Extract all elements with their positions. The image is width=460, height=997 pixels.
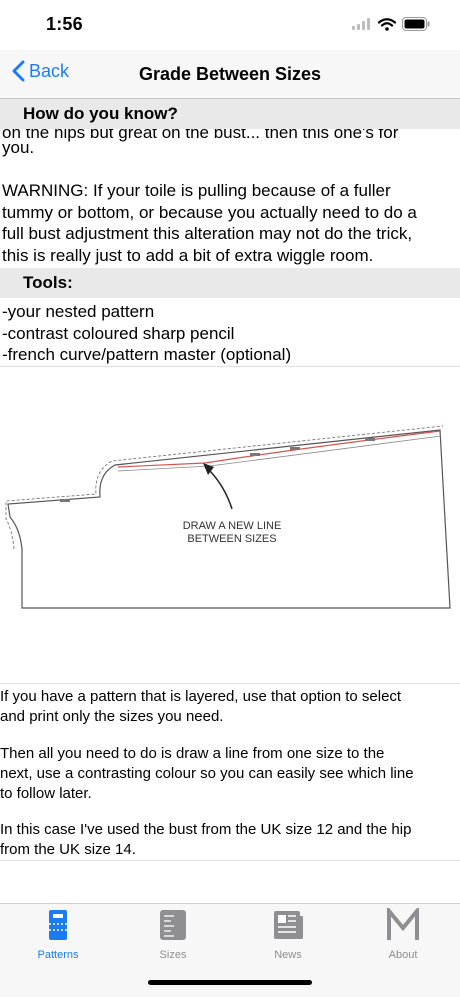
instruction-line: and print only the sizes you need. xyxy=(0,708,224,725)
cellular-signal-icon xyxy=(352,18,370,30)
pattern-outline xyxy=(7,429,451,609)
instruction-line: next, use a contrasting colour so you ca… xyxy=(0,765,414,782)
seam-allowance xyxy=(5,425,444,550)
status-time: 1:56 xyxy=(46,14,83,34)
size-line xyxy=(117,435,442,472)
pattern-diagram: DRAW A NEW LINE BETWEEN SIZES xyxy=(5,425,451,609)
divider xyxy=(0,860,460,861)
warning-line: full bust adjustment this alteration may… xyxy=(2,224,413,243)
page-title: Grade Between Sizes xyxy=(138,64,322,84)
tab-patterns[interactable]: Patterns xyxy=(18,908,98,964)
newspaper-icon xyxy=(274,911,303,939)
patterns-icon xyxy=(49,910,67,940)
back-button-label: Back xyxy=(29,60,70,81)
notch-mark xyxy=(60,499,70,502)
tab-about[interactable]: About xyxy=(363,905,443,964)
home-indicator xyxy=(148,980,312,985)
section-header-how: How do you know? xyxy=(0,99,460,129)
arrow-head xyxy=(203,463,214,475)
caption-line: DRAW A NEW LINE xyxy=(183,520,282,532)
section-header-tools: Tools: xyxy=(0,268,460,298)
tab-label: News xyxy=(274,949,302,961)
chevron-left-icon xyxy=(12,60,25,82)
status-icons xyxy=(352,16,430,32)
notch-mark xyxy=(250,453,260,456)
warning-line: this is really just to add a bit of extr… xyxy=(2,245,374,265)
navigation-bar: Back Grade Between Sizes xyxy=(0,50,460,99)
tape-measure-icon xyxy=(160,910,186,940)
warning-line: tummy or bottom, or because you actually… xyxy=(2,202,417,222)
tab-sizes[interactable]: Sizes xyxy=(133,908,213,964)
tool-item: -french curve/pattern master (optional) xyxy=(2,345,292,364)
tab-label: Patterns xyxy=(37,949,79,961)
section-header-label: How do you know? xyxy=(23,104,178,123)
tool-item: -your nested pattern xyxy=(2,302,155,321)
instruction-line: If you have a pattern that is layered, u… xyxy=(0,688,402,705)
tool-item: -contrast coloured sharp pencil xyxy=(2,323,235,343)
tab-label: Sizes xyxy=(159,949,187,961)
content-scroll-area[interactable]: on the hips but great on the bust... the… xyxy=(0,99,460,903)
back-button[interactable]: Back xyxy=(12,60,69,82)
notch-mark xyxy=(290,447,300,450)
tab-news[interactable]: News xyxy=(248,908,328,964)
notch-mark xyxy=(365,438,375,441)
instruction-line: Then all you need to do is draw a line f… xyxy=(0,745,385,762)
m-logo-icon xyxy=(387,905,419,940)
pattern-illustration: DRAW A NEW LINE BETWEEN SIZES xyxy=(0,379,460,649)
instruction-line: to follow later. xyxy=(0,785,92,802)
caption-line: BETWEEN SIZES xyxy=(187,533,276,545)
red-grade-line xyxy=(117,430,441,468)
tab-label: About xyxy=(388,949,418,961)
warning-line: WARNING: If your toile is pulling becaus… xyxy=(2,181,391,200)
instruction-line: In this case I've used the bust from the… xyxy=(0,821,412,838)
divider xyxy=(0,683,460,684)
status-bar: 1:56 xyxy=(0,0,460,50)
wifi-icon xyxy=(378,17,396,31)
section-header-label: Tools: xyxy=(23,273,73,292)
battery-icon xyxy=(402,17,430,31)
arrow-line xyxy=(209,470,233,510)
how-text-line: you. xyxy=(2,138,35,157)
instruction-line: from the UK size 14. xyxy=(0,841,136,858)
divider xyxy=(0,366,460,367)
